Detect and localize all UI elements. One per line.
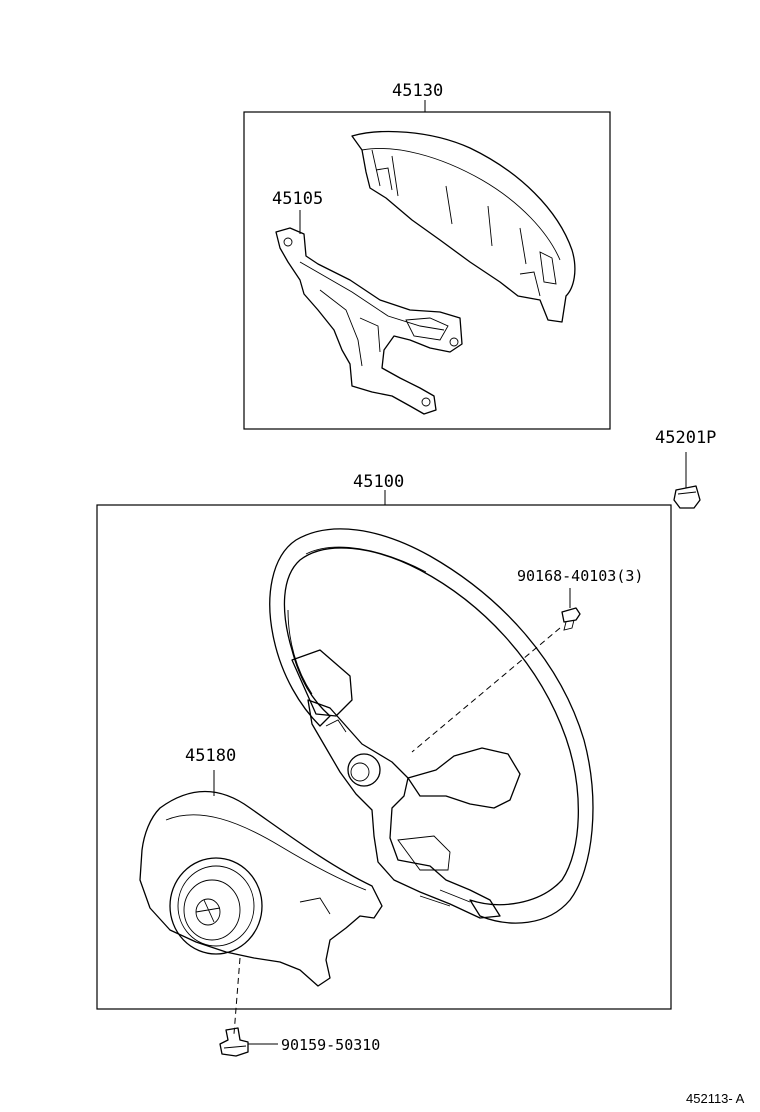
screw-label: 90168-40103(3) xyxy=(517,567,643,585)
upper-cover-group: 45130 45105 xyxy=(243,81,611,430)
spoke-cover-part xyxy=(275,227,463,415)
screw-part xyxy=(561,607,581,631)
upper-cover-part xyxy=(351,130,576,323)
upper-cover-label: 45130 xyxy=(392,81,443,101)
bolt-axis-line xyxy=(233,957,241,1035)
screw-axis-line xyxy=(411,627,561,753)
screw-group: 90168-40103(3) xyxy=(411,567,643,753)
steering-wheel-part xyxy=(269,528,594,924)
bolt-group: 90159-50310 xyxy=(219,1027,380,1057)
pad-label: 45180 xyxy=(185,746,236,766)
pad-group: 45180 xyxy=(139,746,383,1035)
bolt-part xyxy=(219,1027,249,1057)
figure-id: 452113- A xyxy=(686,1091,745,1106)
wheel-assy-label: 45100 xyxy=(353,472,404,492)
spoke-cover-label: 45105 xyxy=(272,189,323,209)
pad-part xyxy=(139,790,383,987)
ornament-cap-group: 45201P xyxy=(655,428,716,509)
upper-cover-box xyxy=(243,111,611,430)
wheel-assy-box xyxy=(96,504,672,1010)
ornament-cap-part xyxy=(673,485,701,509)
wheel-assy-group: 45100 90168-40103(3) 4 xyxy=(96,472,672,1035)
ornament-cap-label: 45201P xyxy=(655,428,716,448)
bolt-label: 90159-50310 xyxy=(281,1036,380,1054)
